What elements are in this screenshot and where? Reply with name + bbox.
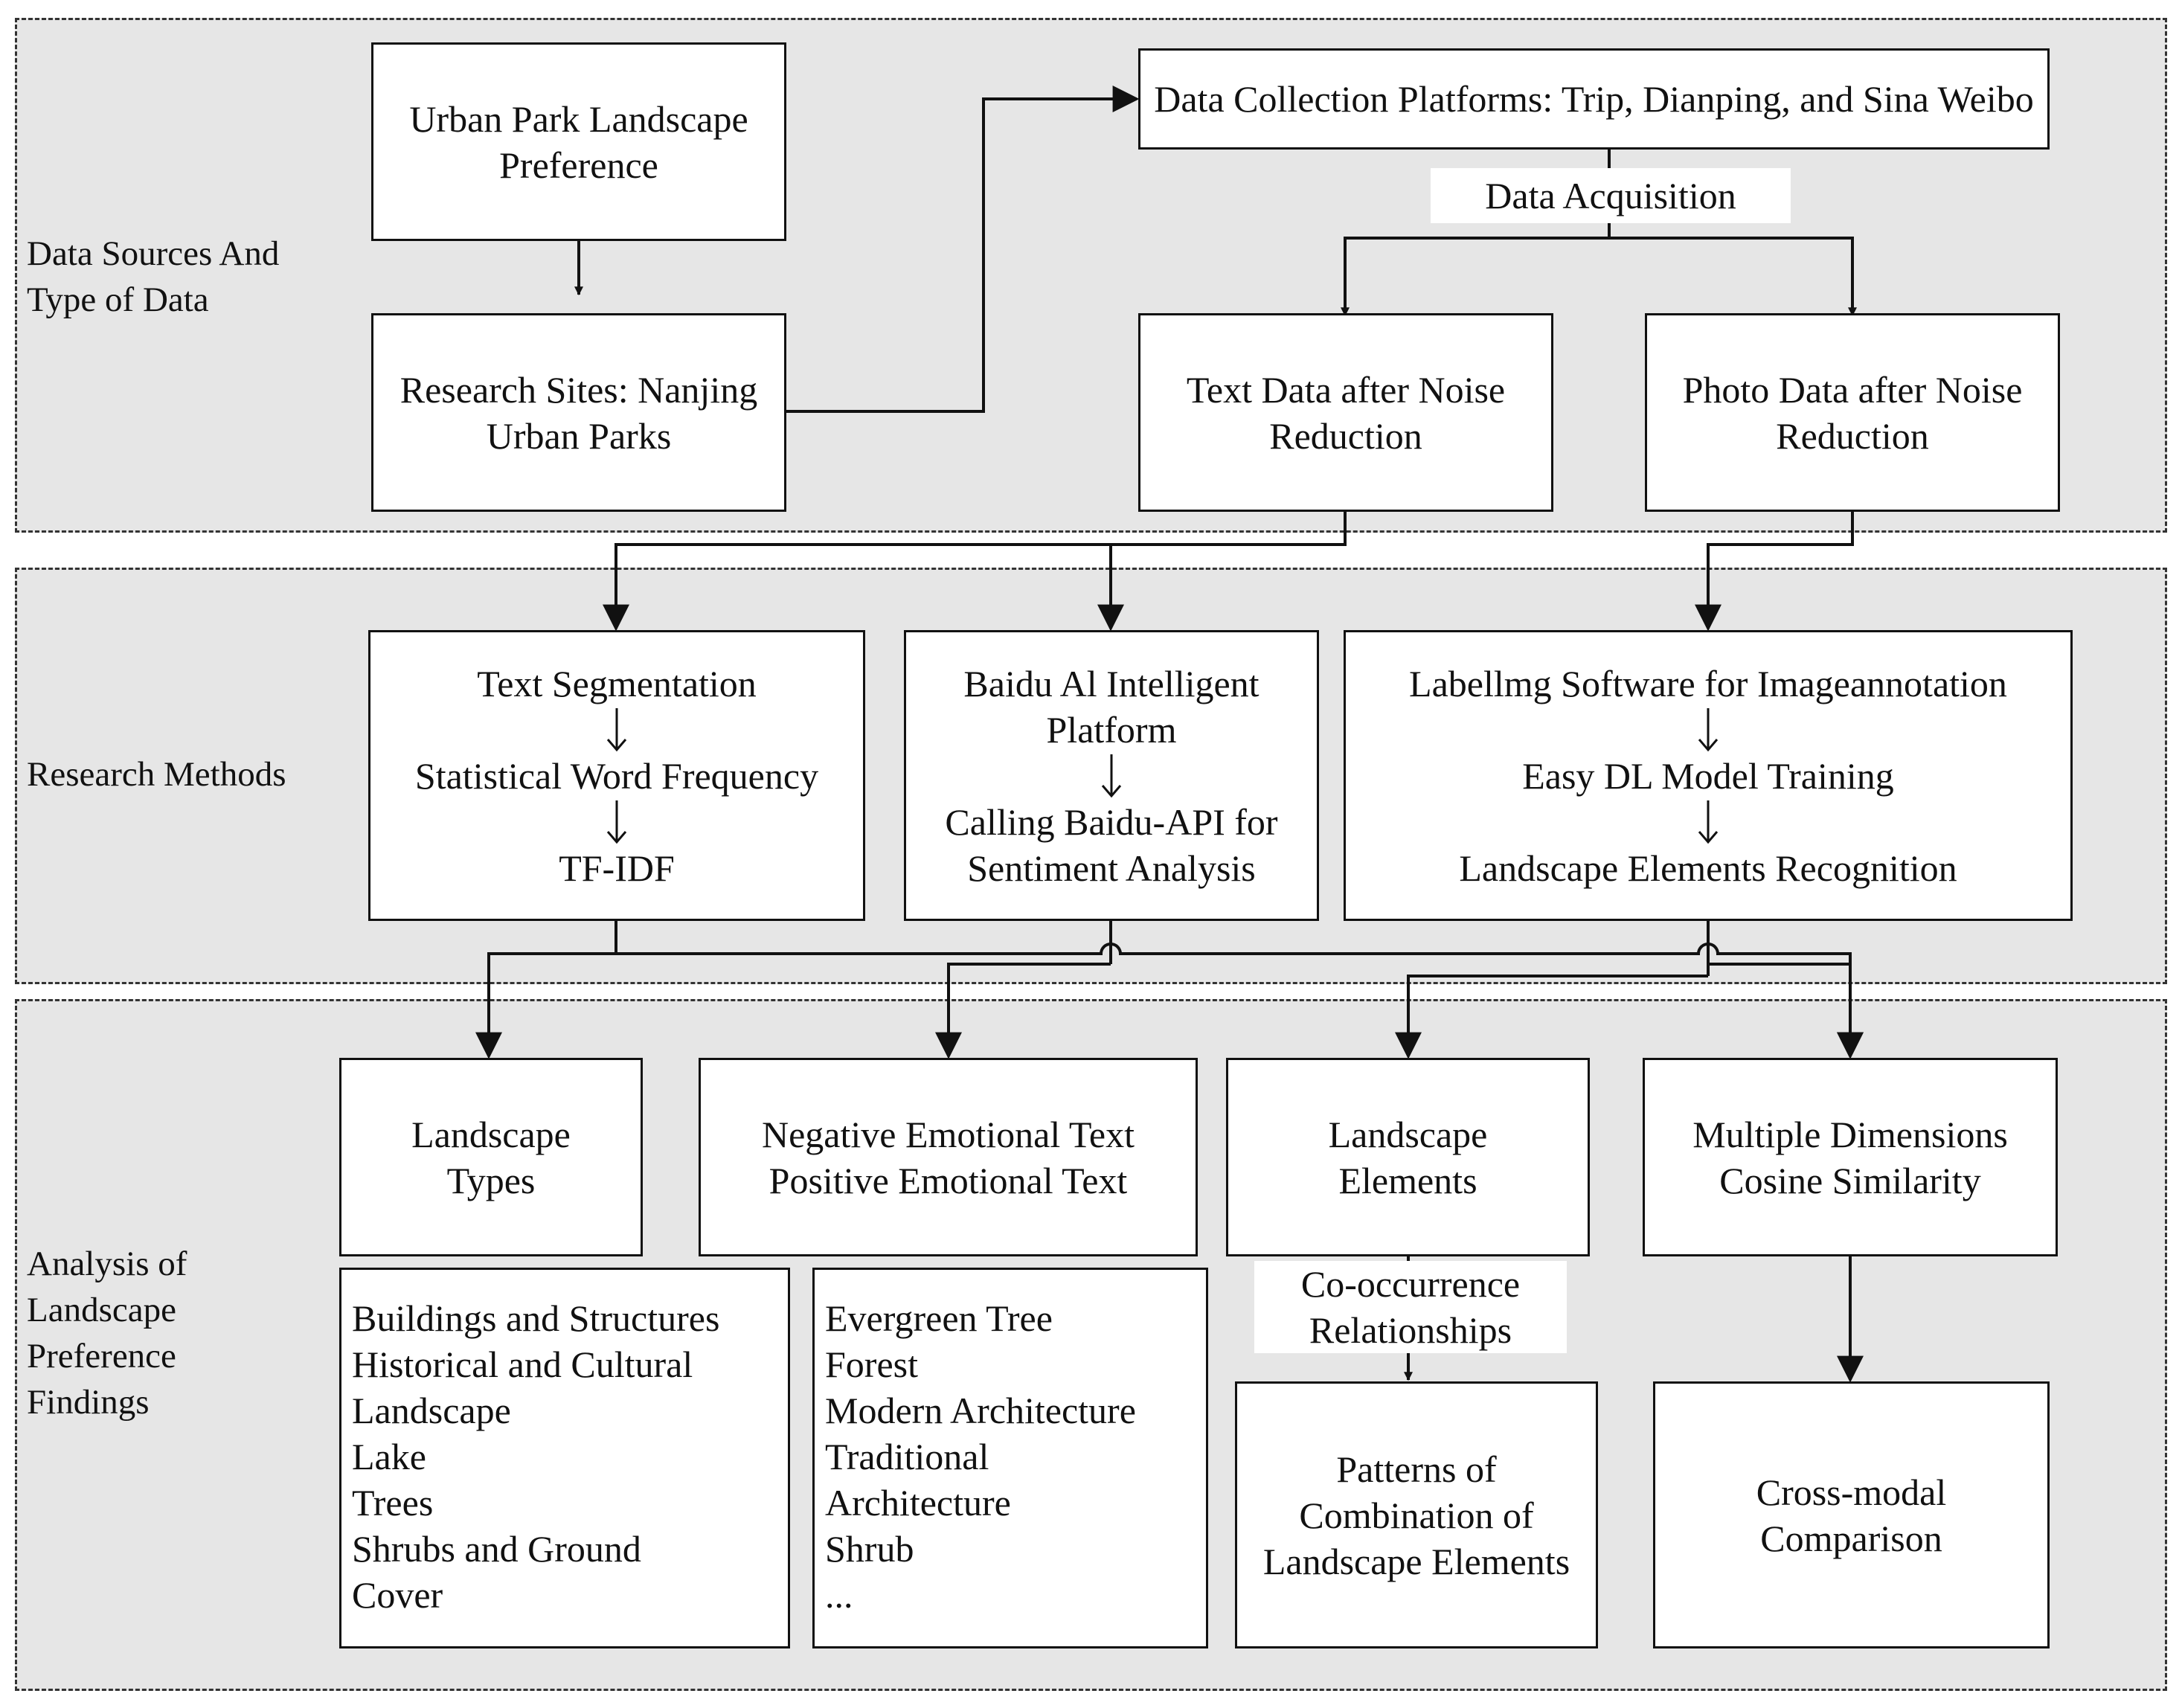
- list-item: Buildings and Structures: [352, 1297, 720, 1339]
- text-methods-box: Text Segmentation Statistical Word Frequ…: [368, 630, 865, 921]
- baidu-methods-box: Baidu Al Intelligent Platform Calling Ba…: [904, 630, 1319, 921]
- landscape-elements-box: Landscape Elements: [1226, 1058, 1590, 1256]
- list-item: Architecture: [825, 1482, 1011, 1524]
- positive-emotional-label: Positive Emotional Text: [768, 1159, 1128, 1201]
- data-acquisition-label: Data Acquisition: [1431, 168, 1791, 223]
- baidu-platform-label: Baidu Al Intelligent Platform: [963, 663, 1260, 751]
- patterns-label: Patterns of Combination of Landscape Ele…: [1262, 1448, 1570, 1582]
- list-item: Traditional: [825, 1436, 989, 1477]
- negative-emotional-label: Negative Emotional Text: [761, 1113, 1135, 1155]
- photo-data-label: Photo Data after Noise Reduction: [1682, 368, 2023, 457]
- landscape-types-list-box: Buildings and Structures Historical and …: [339, 1268, 790, 1648]
- urban-park-label: Urban Park Landscape Preference: [409, 97, 748, 186]
- list-item: Historical and Cultural: [352, 1343, 693, 1385]
- section-label-analysis: Analysis of Landscape Preference Finding…: [27, 1245, 187, 1422]
- elements-recognition-label: Landscape Elements Recognition: [1459, 847, 1957, 889]
- text-segmentation-label: Text Segmentation: [477, 663, 757, 704]
- text-data-box: Text Data after Noise Reduction: [1138, 313, 1553, 512]
- patterns-box: Patterns of Combination of Landscape Ele…: [1235, 1381, 1598, 1648]
- list-item: Landscape: [352, 1390, 511, 1431]
- list-item: Lake: [352, 1436, 426, 1477]
- landscape-types-label: Landscape Types: [411, 1113, 571, 1201]
- list-item: Forest: [825, 1343, 918, 1385]
- word-frequency-label: Statistical Word Frequency: [414, 755, 819, 797]
- text-data-label: Text Data after Noise Reduction: [1186, 368, 1506, 457]
- research-sites-label: Research Sites: Nanjing Urban Parks: [400, 368, 758, 457]
- cross-modal-label: Cross-modal Comparison: [1756, 1471, 1947, 1559]
- image-methods-box: Labellmg Software for Imageannotation Ea…: [1344, 630, 2073, 921]
- down-arrow-icon: [606, 708, 627, 752]
- list-item: Trees: [352, 1482, 434, 1524]
- tf-idf-label: TF-IDF: [559, 847, 675, 889]
- platforms-label: Data Collection Platforms: Trip, Dianpin…: [1154, 78, 2034, 120]
- list-item: Shrub: [825, 1528, 914, 1570]
- multiple-dimensions-box: Multiple Dimensions Cosine Similarity: [1643, 1058, 2058, 1256]
- section-label-research-methods: Research Methods: [27, 755, 286, 794]
- section-label-data-sources: Data Sources And Type of Data: [27, 234, 280, 319]
- co-occurrence-label: Co-occurrence Relationships: [1254, 1261, 1567, 1353]
- landscape-elements-list-box: Evergreen Tree Forest Modern Architectur…: [812, 1268, 1208, 1648]
- down-arrow-icon: [1698, 800, 1719, 844]
- down-arrow-icon: [1698, 708, 1719, 752]
- down-arrow-icon: [606, 800, 627, 844]
- list-item: Cover: [352, 1574, 443, 1616]
- multiple-dimensions-label: Multiple Dimensions: [1692, 1113, 2008, 1155]
- labellmg-label: Labellmg Software for Imageannotation: [1409, 663, 2007, 704]
- list-item: ...: [825, 1574, 853, 1616]
- easy-dl-label: Easy DL Model Training: [1522, 755, 1894, 797]
- photo-data-box: Photo Data after Noise Reduction: [1645, 313, 2060, 512]
- cosine-similarity-label: Cosine Similarity: [1719, 1159, 1981, 1201]
- list-item: Shrubs and Ground: [352, 1528, 641, 1570]
- data-collection-platforms-box: Data Collection Platforms: Trip, Dianpin…: [1138, 48, 2050, 150]
- list-item: Evergreen Tree: [825, 1297, 1053, 1339]
- urban-park-landscape-preference-box: Urban Park Landscape Preference: [371, 42, 786, 241]
- emotional-text-box: Negative Emotional Text Positive Emotion…: [699, 1058, 1198, 1256]
- landscape-types-box: Landscape Types: [339, 1058, 643, 1256]
- list-item: Modern Architecture: [825, 1390, 1136, 1431]
- research-sites-box: Research Sites: Nanjing Urban Parks: [371, 313, 786, 512]
- cross-modal-box: Cross-modal Comparison: [1653, 1381, 2050, 1648]
- baidu-api-label: Calling Baidu-API for Sentiment Analysis: [945, 801, 1278, 889]
- landscape-elements-label: Landscape Elements: [1328, 1113, 1488, 1201]
- down-arrow-icon: [1101, 754, 1122, 798]
